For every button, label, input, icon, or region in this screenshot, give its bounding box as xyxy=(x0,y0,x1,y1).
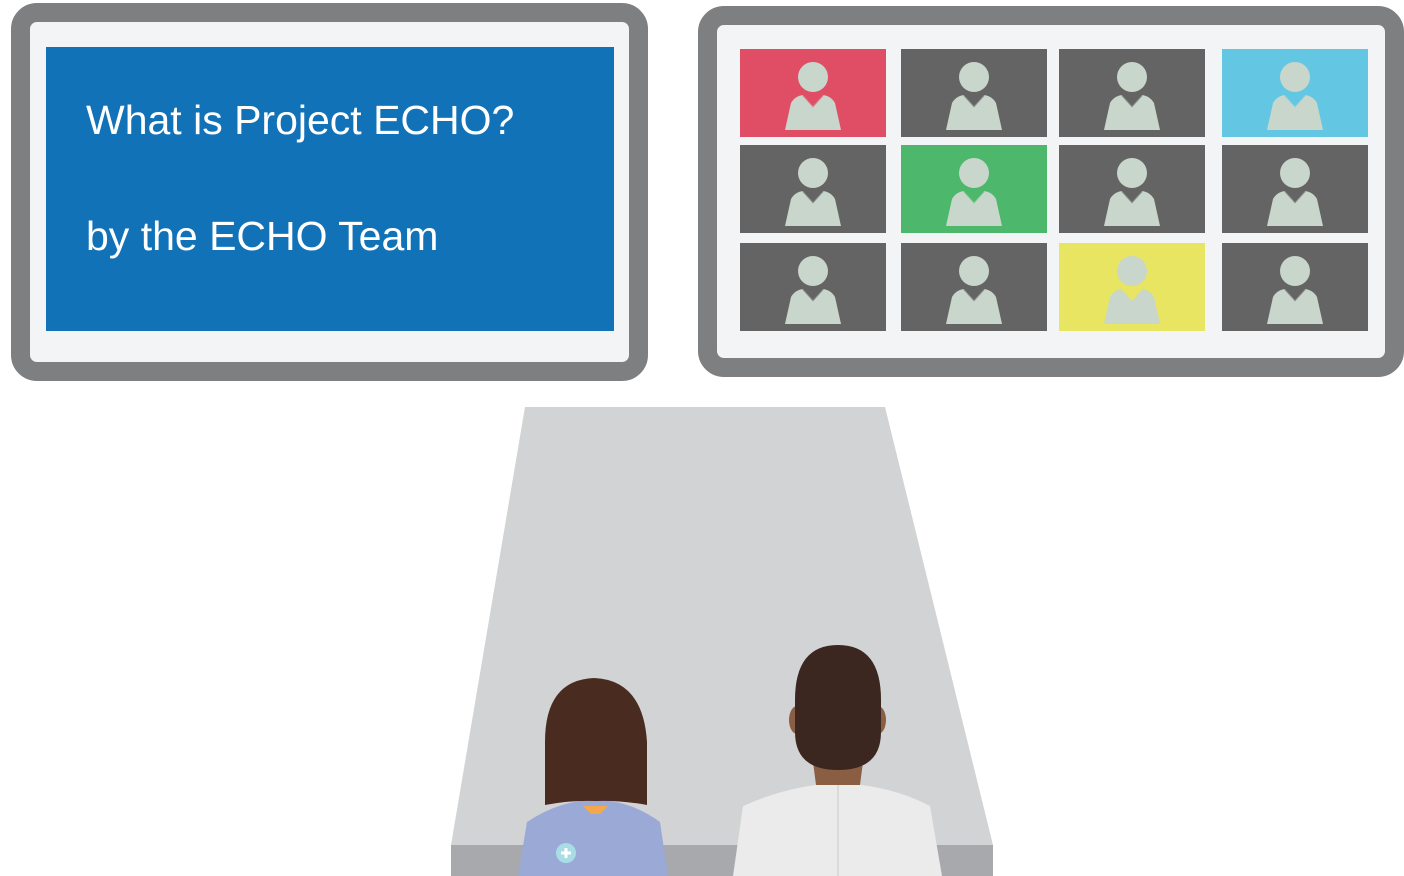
slide-title: What is Project ECHO? xyxy=(86,97,515,143)
person-icon xyxy=(946,158,1002,226)
woman-attendee-icon xyxy=(518,678,668,876)
participant-tile[interactable] xyxy=(1222,145,1368,233)
person-icon xyxy=(1104,158,1160,226)
person-icon xyxy=(785,158,841,226)
conference-table xyxy=(451,407,993,845)
participant-tile[interactable] xyxy=(1059,145,1205,233)
person-icon xyxy=(946,62,1002,130)
participant-tile[interactable] xyxy=(740,49,886,137)
participant-tile[interactable] xyxy=(901,145,1047,233)
person-icon xyxy=(1267,158,1323,226)
person-icon xyxy=(946,256,1002,324)
participant-tile[interactable] xyxy=(740,145,886,233)
slide-subtitle: by the ECHO Team xyxy=(86,213,439,259)
participant-tile[interactable] xyxy=(1222,243,1368,331)
participant-tile[interactable] xyxy=(1222,49,1368,137)
person-icon xyxy=(1267,256,1323,324)
man-attendee-icon xyxy=(733,645,942,876)
presentation-slide: What is Project ECHO? by the ECHO Team xyxy=(46,47,614,331)
person-icon xyxy=(1267,62,1323,130)
person-icon xyxy=(785,62,841,130)
participant-tile[interactable] xyxy=(901,49,1047,137)
person-icon xyxy=(1104,256,1160,324)
person-icon xyxy=(785,256,841,324)
participant-tile[interactable] xyxy=(740,243,886,331)
participant-tile[interactable] xyxy=(1059,243,1205,331)
participant-tile[interactable] xyxy=(901,243,1047,331)
person-icon xyxy=(1104,62,1160,130)
participant-tile[interactable] xyxy=(1059,49,1205,137)
